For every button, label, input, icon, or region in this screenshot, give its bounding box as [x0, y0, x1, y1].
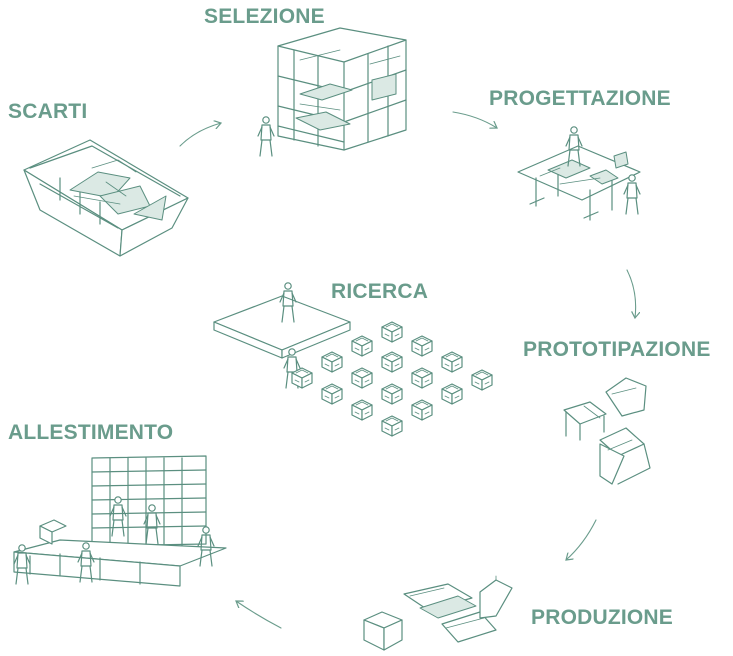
produzione-panels-illustration: [363, 575, 513, 651]
arrow-selezione-progettazione: [452, 111, 497, 128]
arrow-produzione-allestimento: [236, 601, 282, 629]
label-prototipazione: PROTOTIPAZIONE: [523, 338, 711, 361]
arrow-scarti-selezione: [179, 123, 221, 147]
selezione-shelving-illustration: [257, 27, 407, 157]
progettazione-table-illustration: [517, 126, 641, 221]
label-selezione: SELEZIONE: [204, 5, 325, 28]
ricerca-research-illustration: [213, 282, 493, 437]
label-produzione: PRODUZIONE: [531, 606, 674, 629]
arrow-progettazione-prototipazione: [626, 269, 636, 318]
label-progettazione: PROGETTAZIONE: [489, 87, 671, 110]
prototipazione-chairs-illustration: [563, 377, 651, 485]
label-allestimento: ALLESTIMENTO: [8, 421, 174, 444]
arrow-prototipazione-produzione: [566, 519, 597, 560]
label-scarti: SCARTI: [8, 100, 88, 123]
scarti-dumpster-illustration: [23, 139, 189, 257]
label-ricerca: RICERCA: [331, 280, 429, 303]
cycle-arrows: [179, 111, 636, 629]
allestimento-exhibition-illustration: [13, 455, 227, 587]
